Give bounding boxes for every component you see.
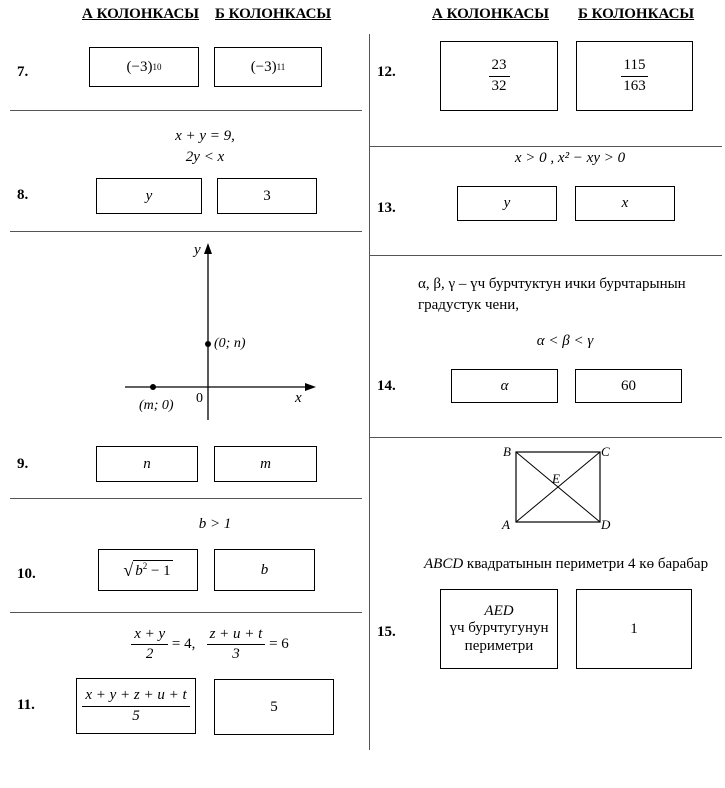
point-m-0: [150, 384, 156, 390]
center-e-label: E: [552, 471, 560, 486]
q14-column-a: α: [451, 369, 558, 403]
question-number: 9.: [17, 456, 29, 472]
q10-column-a: √b2 − 1: [98, 549, 198, 591]
q14-column-b: 60: [575, 369, 682, 403]
q15-column-a: AED үч бурчтугунун периметри: [440, 589, 558, 669]
vertex-c-label: C: [601, 444, 610, 459]
q8-condition-1: x + y = 9,: [175, 128, 235, 144]
point-0-n-label: (0; n): [214, 336, 246, 351]
origin-label: 0: [196, 391, 203, 406]
vertex-d-label: D: [601, 517, 611, 532]
q14-condition-line-2: градустук чени,: [418, 297, 520, 313]
question-number: 11.: [17, 697, 35, 713]
question-number: 15.: [377, 624, 396, 640]
q10-column-b: b: [214, 549, 315, 591]
column-divider: [369, 34, 370, 750]
question-number: 12.: [377, 64, 396, 80]
separator: [10, 110, 362, 111]
question-number: 7.: [17, 64, 29, 80]
q9-coordinate-graph: [125, 243, 316, 420]
question-number: 10.: [17, 566, 36, 582]
separator: [10, 231, 362, 232]
q7-column-a: (−3)10: [89, 47, 199, 87]
point-0-n: [205, 341, 211, 347]
separator: [10, 498, 362, 499]
right-header-a: А КОЛОНКАСЫ: [432, 6, 550, 22]
q7-column-b: (−3)11: [214, 47, 322, 87]
q8-column-a: y: [96, 178, 202, 214]
q13-column-a: y: [457, 186, 557, 221]
question-number: 14.: [377, 378, 396, 394]
point-m-0-label: (m; 0): [139, 398, 174, 413]
q14-relation: α < β < γ: [536, 333, 594, 349]
separator: [10, 612, 362, 613]
right-header-b: Б КОЛОНКАСЫ: [578, 6, 695, 22]
q13-condition: x > 0 , x² − xy > 0: [514, 150, 626, 166]
separator: [370, 437, 722, 438]
q8-column-b: 3: [217, 178, 317, 214]
question-number: 8.: [17, 187, 29, 203]
question-number: 13.: [377, 200, 396, 216]
separator: [370, 255, 722, 256]
separator: [370, 146, 722, 147]
q15-square-diagram: [515, 451, 601, 523]
left-header-b: Б КОЛОНКАСЫ: [215, 6, 332, 22]
q9-column-a: n: [96, 446, 198, 482]
q15-condition: ABCD квадратынын периметри 4 кө барабар: [424, 556, 709, 572]
y-axis-label: y: [194, 242, 201, 258]
q13-column-b: x: [575, 186, 675, 221]
vertex-a-label: A: [502, 517, 510, 532]
q8-condition-2: 2y < x: [185, 149, 225, 165]
q9-column-b: m: [214, 446, 317, 482]
q14-condition-line-1: α, β, γ – үч бурчтуктун ички бурчтарынын: [418, 276, 686, 292]
q11-column-b: 5: [214, 679, 334, 735]
vertex-b-label: B: [503, 444, 511, 459]
q15-column-b: 1: [576, 589, 692, 669]
q10-condition: b > 1: [198, 516, 232, 532]
x-axis-label: x: [295, 390, 302, 406]
left-header-a: А КОЛОНКАСЫ: [82, 6, 200, 22]
